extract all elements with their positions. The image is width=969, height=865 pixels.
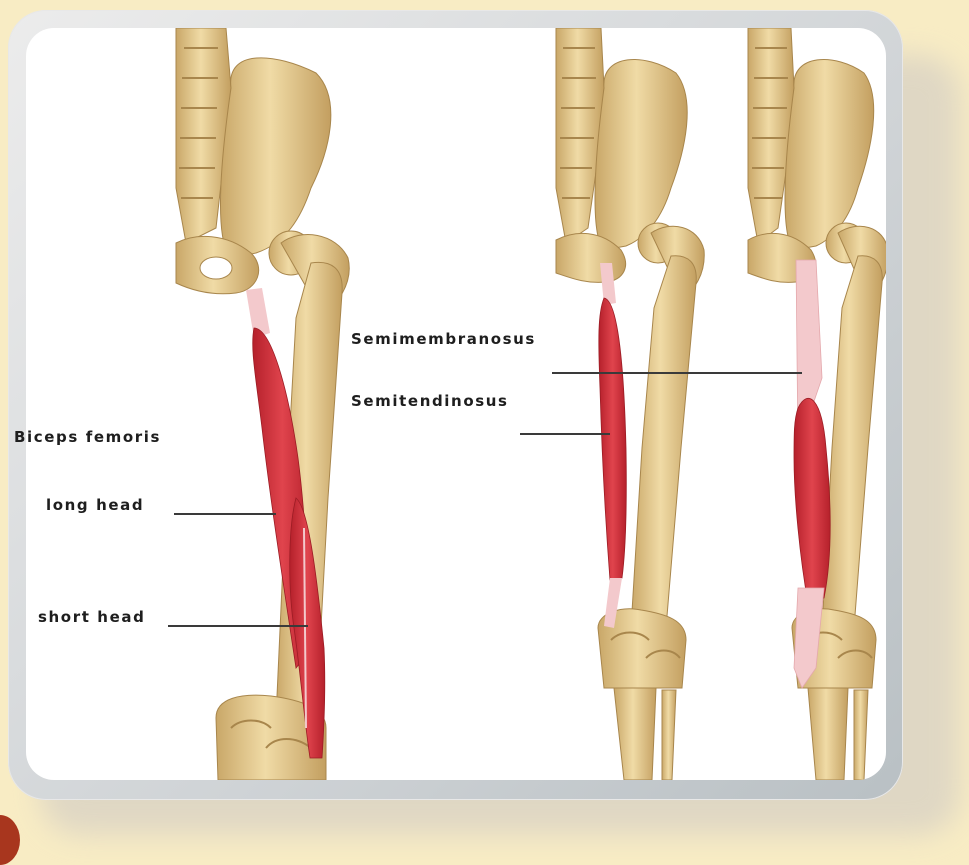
label-semitendinosus: Semitendinosus [351, 392, 509, 410]
semitendinosus-belly [599, 298, 627, 580]
middle-leg-skeleton [556, 28, 704, 780]
label-short-head: short head [38, 608, 145, 626]
middle-tibia [614, 688, 656, 780]
right-fibula [854, 690, 868, 780]
label-biceps-femoris: Biceps femoris [14, 428, 161, 446]
right-tibia [808, 688, 848, 780]
semimembranosus-belly [794, 398, 830, 603]
label-long-head: long head [46, 496, 144, 514]
middle-femur [631, 256, 696, 628]
left-pelvis [220, 58, 330, 258]
corner-accent [0, 815, 20, 865]
right-leg-skeleton [748, 28, 886, 780]
middle-fibula [662, 690, 676, 780]
right-femur [822, 256, 882, 628]
semitendinosus-muscle [599, 263, 627, 628]
label-semimembranosus: Semimembranosus [351, 330, 536, 348]
